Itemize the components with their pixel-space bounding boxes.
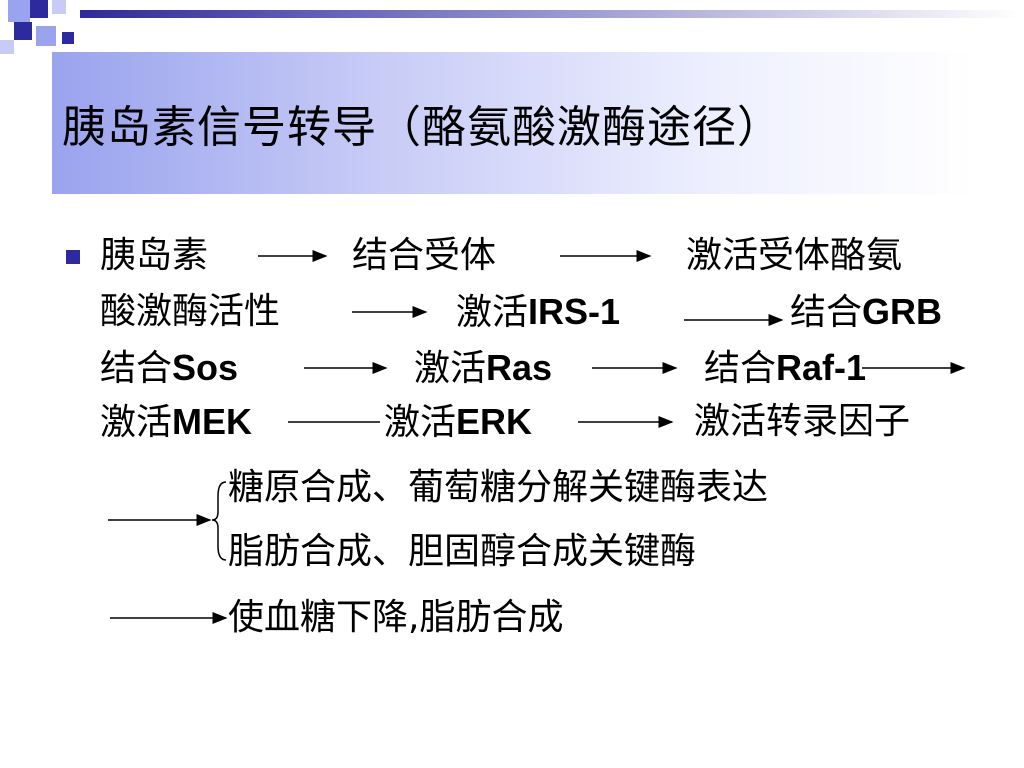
bullet-square-icon (66, 250, 80, 264)
text-bind-sos: 结合Sos (100, 347, 239, 389)
brace-icon (211, 481, 227, 561)
text-bind-receptor: 结合受体 (352, 235, 497, 276)
text-activate-irs1: 激活IRS-1 (456, 291, 621, 333)
text-lower-blood-glucose: 使血糖下降,脂肪合成 (228, 597, 564, 638)
text-activate-receptor: 激活受体酪氨 (686, 235, 903, 276)
text-insulin: 胰岛素 (100, 235, 209, 276)
title-band (52, 52, 976, 194)
text-glycogen-synthesis: 糖原合成、葡萄糖分解关键酶表达 (228, 467, 769, 508)
text-activate-mek: 激活MEK (100, 401, 253, 443)
text-lipid-synthesis: 脂肪合成、胆固醇合成关键酶 (228, 531, 697, 572)
text-activate-ras: 激活Ras (414, 347, 553, 389)
text-kinase-activity: 酸激酶活性 (100, 291, 281, 332)
slide-title: 胰岛素信号转导（酪氨酸激酶途径） (62, 102, 782, 153)
text-bind-raf1: 结合Raf-1 (704, 347, 867, 389)
text-bind-grb: 结合GRB (790, 291, 943, 333)
text-activate-erk: 激活ERK (384, 401, 533, 443)
text-activate-transcription-factor: 激活转录因子 (694, 401, 911, 442)
